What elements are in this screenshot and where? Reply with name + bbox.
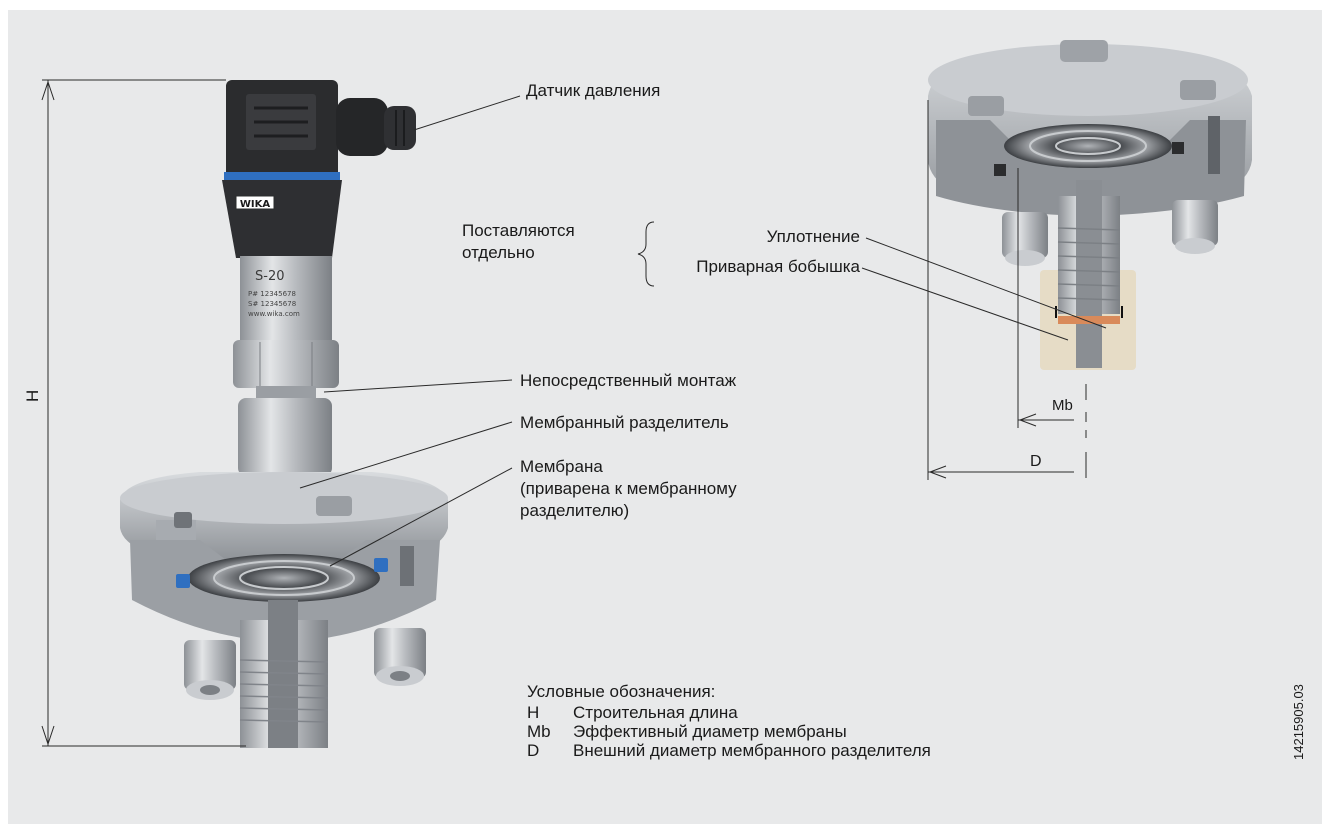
dimension-d-label: D [1030, 453, 1042, 470]
transmitter-body: S-20 P# 12345678 S# 12345678 www.wika.co… [233, 256, 339, 476]
label-membrane-1: Мембрана [520, 457, 603, 476]
electrical-connector: WIKA [222, 80, 416, 258]
pressure-transmitter-assembly: WIKA S-20 P# 12345678 S# 12345678 www.wi… [120, 80, 448, 748]
legend-text: Эффективный диаметр мембраны [573, 722, 847, 741]
legend-row: Mb Эффективный диаметр мембраны [527, 722, 931, 741]
legend-title: Условные обозначения: [527, 682, 716, 701]
label-membrane-3: разделителю) [520, 501, 630, 520]
label-pressure-sensor: Датчик давления [526, 81, 661, 100]
legend-symbol: Mb [527, 722, 551, 741]
legend-row: H Строительная длина [527, 703, 931, 722]
label-seal: Уплотнение [766, 227, 860, 246]
legend-symbol: D [527, 741, 540, 760]
label-supplied-separately-2: отдельно [462, 243, 535, 262]
dimension-mb-label: Mb [1052, 397, 1073, 414]
legend-text: Строительная длина [573, 703, 738, 722]
document-number: 14215905.03 [1291, 684, 1306, 760]
label-direct-mount: Непосредственный монтаж [520, 371, 737, 390]
s-serial-mark: S# 12345678 [248, 300, 296, 308]
brand-logo: WIKA [240, 199, 271, 210]
legend-row: D Внешний диаметр мембранного разделител… [527, 741, 931, 760]
label-supplied-separately-1: Поставляются [462, 221, 575, 240]
legend-symbol: H [527, 703, 540, 722]
diaphragm-seal-body [120, 472, 448, 748]
model-mark: S-20 [255, 269, 285, 284]
height-dimension [41, 79, 246, 747]
label-diaphragm-seal: Мембранный разделитель [520, 413, 729, 432]
leader-lines [299, 95, 1107, 567]
right-dimensions [927, 100, 1087, 480]
p-serial-mark: P# 12345678 [248, 290, 296, 298]
legend: Условные обозначения: H Строительная дли… [527, 682, 931, 760]
seal-cross-section [928, 40, 1252, 370]
dimension-h-label: H [23, 390, 42, 402]
legend-text: Внешний диаметр мембранного разделителя [573, 741, 931, 760]
web-mark: www.wika.com [248, 310, 300, 318]
label-weld-boss: Приварная бобышка [696, 257, 860, 276]
label-membrane-2: (приварена к мембранному [520, 479, 737, 498]
